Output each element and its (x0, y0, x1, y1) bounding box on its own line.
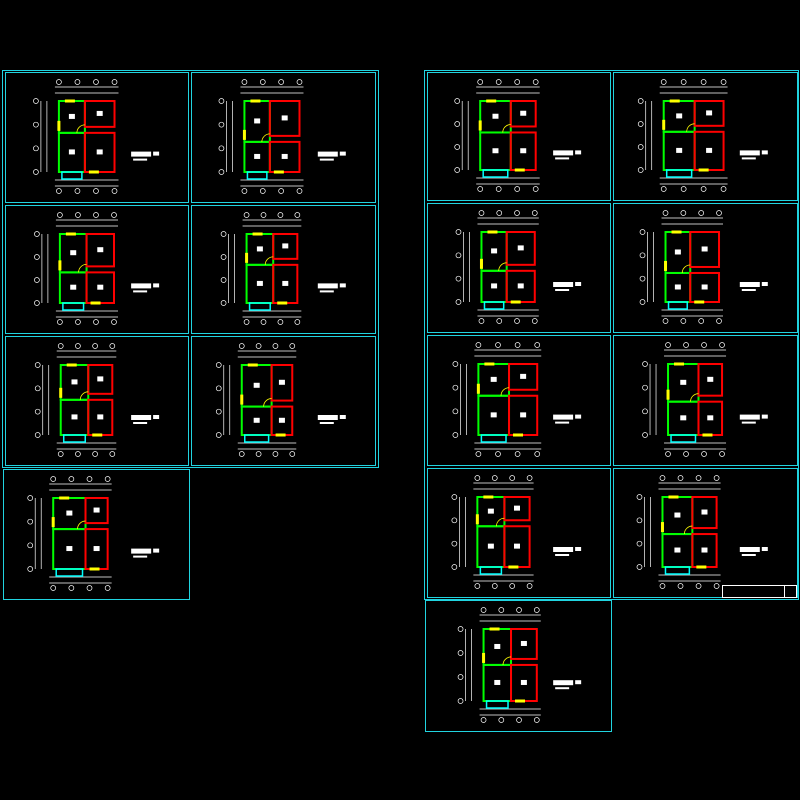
floor-plan-panel (5, 336, 189, 466)
floor-plan-panel (427, 468, 611, 598)
floor-plan-panel (5, 205, 189, 334)
floor-plan-panel (191, 336, 376, 466)
floor-plan-panel (427, 335, 611, 466)
floor-plan-panel (3, 469, 190, 600)
title-block-sheet-number (784, 586, 796, 597)
right-sheet-frame (424, 70, 799, 600)
floor-plan-panel (191, 205, 376, 334)
floor-plan-panel (427, 72, 611, 201)
floor-plan-panel (613, 72, 798, 201)
floor-plan-panel (613, 203, 798, 333)
left-sheet-frame (2, 70, 379, 468)
floor-plan-panel (613, 468, 798, 598)
title-block (722, 585, 797, 598)
floor-plan-panel (427, 203, 611, 333)
floor-plan-panel (613, 335, 798, 466)
floor-plan-panel (191, 72, 376, 203)
floor-plan-panel (425, 600, 612, 732)
floor-plan-panel (5, 72, 189, 203)
